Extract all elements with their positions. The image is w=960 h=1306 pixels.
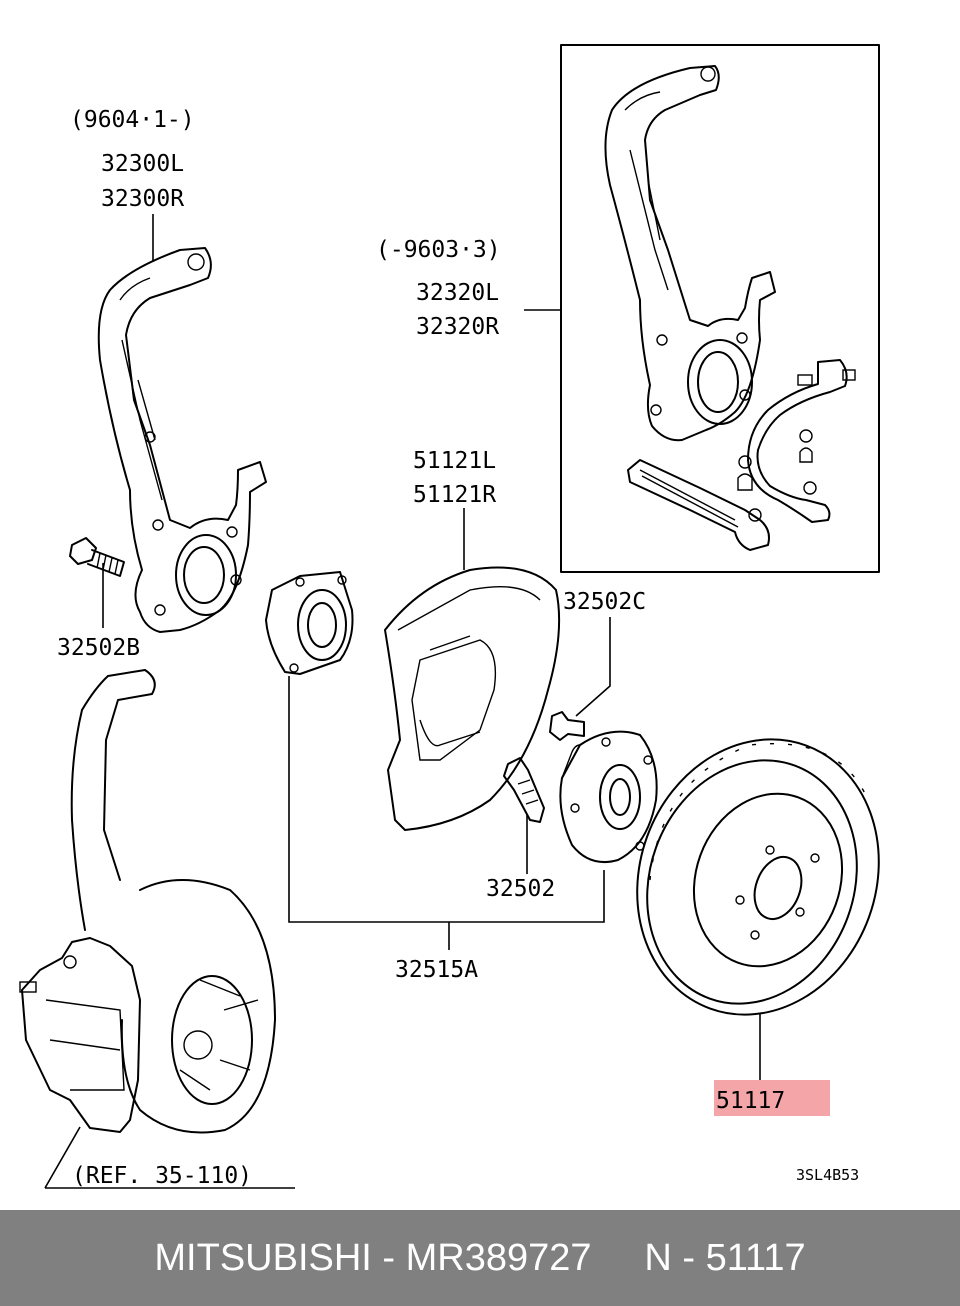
- knuckle-date-label: (9604·1-): [70, 107, 195, 133]
- position-number: 51117: [705, 1236, 806, 1279]
- hub-bearing-drawing: [265, 571, 354, 675]
- wheel-stud-drawing: [503, 757, 545, 823]
- leader-lines: [44, 214, 761, 1189]
- wheel-hub-drawing: [559, 730, 658, 864]
- steering-knuckle-drawing: [97, 247, 267, 633]
- inset-left-label: 32320L: [416, 280, 499, 306]
- dust-shield-drawing: [384, 566, 561, 831]
- part-info-footer: MITSUBISHI - MR389727 N - 51117: [0, 1210, 960, 1306]
- shield-right-label: 51121R: [413, 482, 496, 508]
- shield-left-label: 51121L: [413, 448, 496, 474]
- bolt-c-drawing: [549, 711, 585, 741]
- part-number: MR389727: [405, 1236, 592, 1279]
- knuckle-left-label: 32300L: [101, 151, 184, 177]
- footer-gap: [592, 1237, 645, 1280]
- brand-separator: -: [371, 1236, 406, 1279]
- inset-frame: [560, 44, 880, 573]
- exploded-parts-diagram: (9604·1-) 32300L 32300R (-9603·3) 32320L…: [19, 44, 880, 1189]
- brand-name: MITSUBISHI: [154, 1236, 372, 1279]
- reference-label: (REF. 35-110): [72, 1163, 252, 1189]
- inset-strut-bar-drawing: [627, 459, 770, 551]
- bolt-c-label: 32502C: [563, 589, 646, 615]
- knuckle-right-label: 32300R: [101, 186, 184, 212]
- inset-right-label: 32320R: [416, 314, 499, 340]
- inset-date-label: (-9603·3): [376, 237, 501, 263]
- position-prefix: N -: [644, 1236, 706, 1279]
- drawing-code-label: 3SL4B53: [796, 1166, 859, 1184]
- disc-label-highlight: [714, 1080, 830, 1116]
- flange-bolt-drawing: [69, 537, 125, 577]
- inset-knuckle-drawing: [604, 65, 776, 442]
- stud-label: 32502: [486, 876, 555, 902]
- bolt-b-label: 32502B: [57, 635, 140, 661]
- disc-label: 51117: [716, 1088, 785, 1114]
- inset-lower-arm-drawing: [737, 359, 856, 523]
- hub-assy-label: 32515A: [395, 957, 478, 983]
- brake-disc-drawing: [636, 738, 880, 1016]
- assembled-brake-corner-drawing: [19, 669, 276, 1134]
